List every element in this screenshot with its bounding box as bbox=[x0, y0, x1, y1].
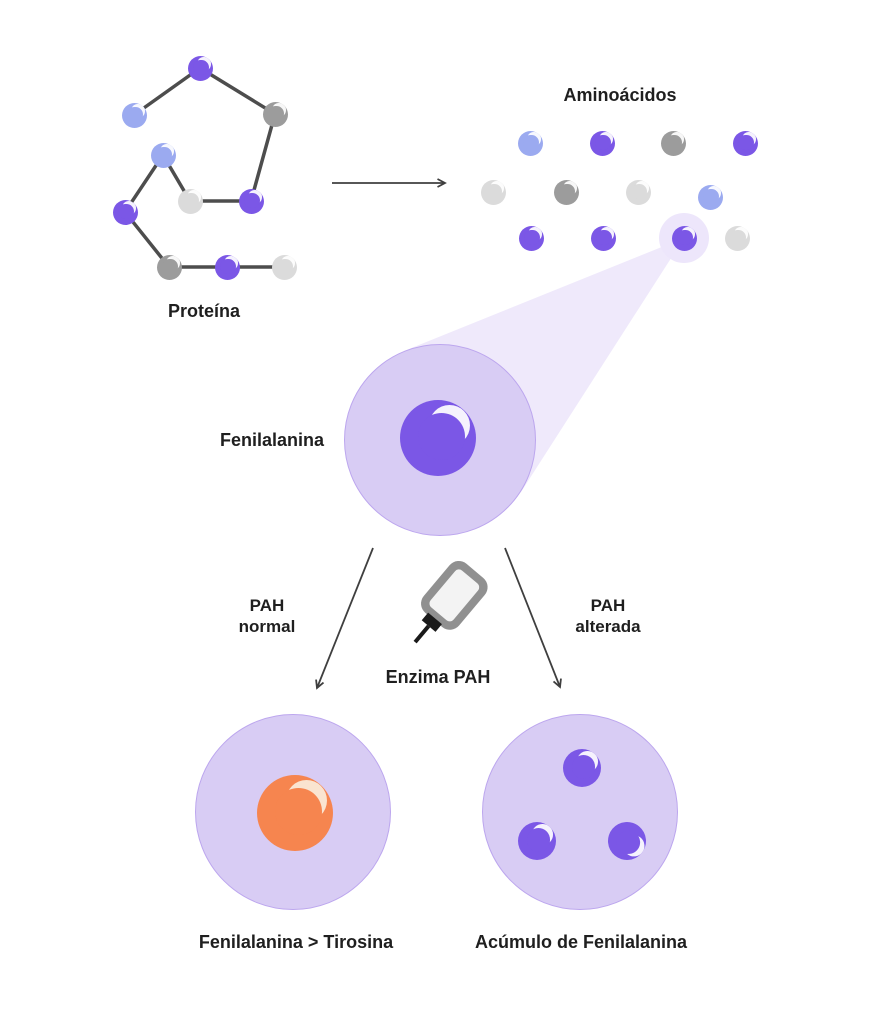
outcome-altered-cell bbox=[482, 714, 678, 910]
outcome-altered-label: Acúmulo de Fenilalanina bbox=[474, 932, 688, 952]
enzyme-needle bbox=[413, 624, 431, 644]
amino-acids-label: Aminoácidos bbox=[563, 85, 677, 105]
protein-bead bbox=[121, 102, 147, 128]
protein-bead bbox=[112, 199, 138, 225]
protein-bead bbox=[187, 55, 213, 81]
protein-bead bbox=[262, 101, 288, 127]
amino-acid-bead bbox=[724, 225, 750, 251]
protein-bead bbox=[156, 254, 182, 280]
pah-normal-label: PAH normal bbox=[238, 596, 296, 636]
protein-bead bbox=[150, 142, 176, 168]
protein-label: Proteína bbox=[167, 301, 241, 321]
protein-bead bbox=[238, 188, 264, 214]
outcome-normal-label: Fenilalanina > Tirosina bbox=[198, 932, 394, 952]
accumulated-phenylalanine-sphere bbox=[563, 749, 601, 787]
phenylalanine-label: Fenilalanina bbox=[219, 430, 325, 450]
amino-acid-bead-highlighted bbox=[671, 225, 697, 251]
accumulated-phenylalanine-sphere bbox=[518, 822, 556, 860]
protein-bead bbox=[271, 254, 297, 280]
amino-acid-bead bbox=[589, 130, 615, 156]
enzyme-label: Enzima PAH bbox=[385, 667, 491, 687]
protein-chain-line bbox=[123, 66, 286, 269]
amino-acid-bead bbox=[660, 130, 686, 156]
amino-acid-bead bbox=[697, 184, 723, 210]
amino-acid-bead bbox=[553, 179, 579, 205]
amino-acid-bead bbox=[480, 179, 506, 205]
amino-acid-bead bbox=[625, 179, 651, 205]
amino-acid-bead bbox=[732, 130, 758, 156]
phenylalanine-sphere bbox=[400, 400, 476, 476]
protein-bead bbox=[214, 254, 240, 280]
pah-normal-arrow bbox=[315, 547, 374, 690]
amino-acid-bead bbox=[518, 225, 544, 251]
amino-acid-bead bbox=[517, 130, 543, 156]
pah-altered-label: PAH alterada bbox=[575, 596, 641, 636]
pah-altered-arrow bbox=[504, 547, 562, 689]
tyrosine-sphere bbox=[257, 775, 333, 851]
amino-acid-bead bbox=[590, 225, 616, 251]
protein-bead bbox=[177, 188, 203, 214]
accumulated-phenylalanine-sphere bbox=[606, 820, 648, 862]
